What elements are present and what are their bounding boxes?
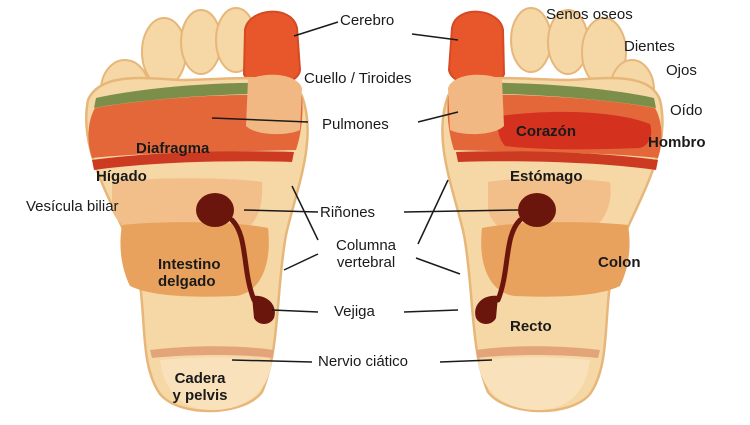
label-intestino: Intestino delgado — [158, 256, 221, 290]
label-colon: Colon — [598, 254, 641, 271]
label-nervio: Nervio ciático — [318, 353, 409, 370]
label-corazon: Corazón — [516, 123, 576, 140]
left-ureter — [229, 217, 257, 303]
label-vejiga: Vejiga — [334, 303, 375, 320]
label-hombro: Hombro — [648, 134, 706, 151]
left-heel — [160, 357, 272, 410]
left-foot — [85, 7, 309, 413]
label-oido: Oído — [670, 102, 703, 119]
left-neck-zone — [246, 74, 302, 135]
right-foot — [441, 7, 664, 413]
right-big-toe — [447, 10, 506, 87]
label-vesicula: Vesícula biliar — [26, 198, 119, 215]
left-toe-2 — [141, 17, 187, 87]
label-rinones: Riñones — [320, 204, 376, 221]
left-toe-3 — [180, 9, 222, 75]
right-neck-zone — [448, 74, 504, 135]
label-intestino-line2: delgado — [158, 273, 216, 290]
label-recto: Recto — [510, 318, 552, 335]
label-intestino-line1: Intestino — [158, 256, 221, 273]
label-pulmones: Pulmones — [322, 116, 389, 133]
label-cerebro: Cerebro — [340, 12, 395, 29]
right-bladder — [475, 295, 498, 324]
right-ureter — [495, 217, 523, 303]
right-sciatic-band — [476, 346, 600, 358]
left-sciatic-band — [150, 346, 274, 358]
label-estomago: Estómago — [510, 168, 583, 185]
left-bladder — [252, 295, 275, 324]
label-ojos: Ojos — [666, 62, 697, 79]
left-intestine-zone — [120, 222, 269, 297]
label-cuello: Cuello / Tiroides — [304, 70, 412, 87]
label-cadera-line1: Cadera — [174, 370, 226, 387]
right-heel — [478, 357, 590, 410]
right-diaphragm — [456, 151, 658, 170]
right-heart-zone — [497, 111, 652, 150]
label-dientes: Dientes — [624, 38, 675, 55]
left-kidney — [196, 193, 234, 227]
label-senos-oseos: Senos oseos — [546, 6, 633, 23]
label-higado: Hígado — [96, 168, 147, 185]
right-colon-zone — [481, 222, 630, 297]
right-toe-1 — [510, 7, 552, 73]
label-diafragma: Diafragma — [136, 140, 210, 157]
label-cadera: Cadera y pelvis — [150, 370, 250, 404]
left-diaphragm — [92, 151, 294, 170]
right-kidney — [518, 193, 556, 227]
label-columna-line1: Columna — [335, 237, 397, 254]
left-big-toe — [242, 10, 302, 87]
label-cadera-line2: y pelvis — [172, 387, 228, 404]
label-columna: Columna vertebral — [318, 237, 414, 271]
label-columna-line2: vertebral — [336, 254, 396, 271]
leader-lines — [211, 21, 519, 363]
